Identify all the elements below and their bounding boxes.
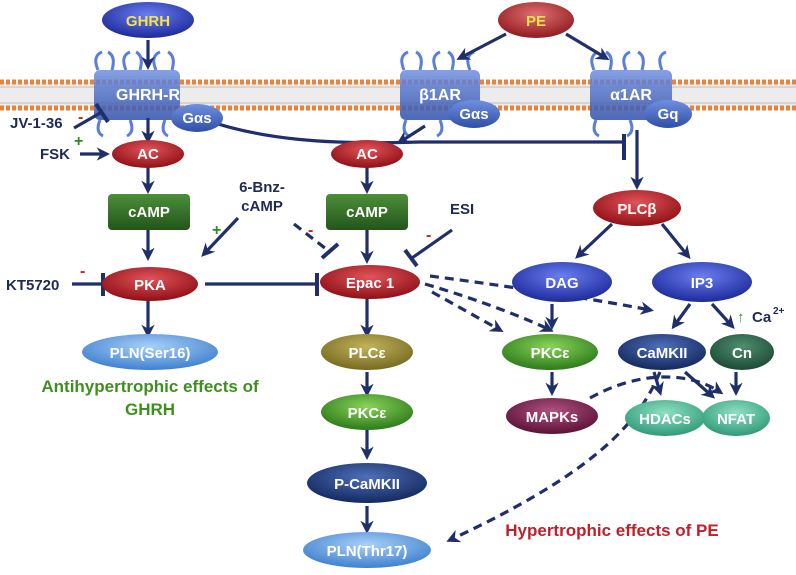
node-p-camkii: P-CaMKII: [307, 463, 427, 503]
node-dag: DAG: [512, 262, 612, 302]
node-camp-left: cAMP: [108, 194, 190, 230]
node-pln-ser16: PLN(Ser16): [82, 334, 218, 370]
node-mapks: MAPKs: [506, 398, 598, 434]
svg-text:2+: 2+: [773, 306, 785, 317]
svg-text:Ca: Ca: [752, 309, 772, 326]
node-pe: PE: [498, 2, 574, 38]
node-ac-left: AC: [112, 140, 184, 168]
node-gas-mid: Gαs: [448, 100, 500, 128]
inhibition-lines: [72, 102, 453, 296]
svg-text:PLCε: PLCε: [348, 345, 385, 362]
node-pkce-right: PKCε: [502, 334, 598, 370]
svg-text:PLCβ: PLCβ: [617, 201, 656, 218]
label-ghrh-r: GHRH-R: [116, 87, 180, 104]
svg-text:Gαs: Gαs: [459, 106, 488, 123]
node-plcb: PLCβ: [593, 190, 681, 226]
svg-text:Gq: Gq: [658, 106, 679, 123]
node-camkii: CaMKII: [618, 334, 706, 370]
node-camp-mid: cAMP: [326, 194, 408, 230]
svg-text:GHRH: GHRH: [126, 13, 170, 30]
ghrh-receptor: [94, 50, 180, 138]
svg-text:PKCε: PKCε: [531, 345, 570, 362]
node-hdacs: HDACs: [625, 400, 705, 436]
label-fsk: FSK: [40, 146, 70, 163]
minus-esi: -: [426, 227, 431, 244]
node-nfat: NFAT: [702, 400, 770, 436]
gas-to-plcb-inhibition: [199, 116, 626, 160]
label-6-bnz-camp: cAMP: [241, 198, 283, 215]
dashed-arrows: [424, 274, 724, 543]
svg-text:PKCε: PKCε: [348, 405, 387, 422]
node-epac1: Epac 1: [320, 265, 420, 299]
svg-text:HDACs: HDACs: [639, 411, 691, 428]
node-pln-thr17: PLN(Thr17): [303, 532, 431, 568]
svg-text:↑: ↑: [737, 309, 745, 326]
minus-kt: -: [80, 263, 85, 280]
svg-text:Cn: Cn: [732, 345, 752, 362]
svg-text:IP3: IP3: [691, 275, 714, 292]
svg-text:PE: PE: [526, 13, 546, 30]
label-6-bnz: 6-Bnz-: [239, 179, 285, 196]
label-esi: ESI: [450, 201, 474, 218]
svg-text:DAG: DAG: [545, 275, 578, 292]
node-cn: Cn: [710, 334, 774, 370]
node-gq: Gq: [644, 100, 692, 128]
antihypertrophic-ghrh: GHRH: [125, 400, 175, 419]
svg-text:cAMP: cAMP: [128, 204, 170, 221]
svg-text:MAPKs: MAPKs: [526, 409, 579, 426]
svg-text:PLN(Thr17): PLN(Thr17): [327, 543, 408, 560]
plus-fsk: +: [74, 133, 83, 150]
node-pkce-mid: PKCε: [321, 394, 413, 430]
svg-text:P-CaMKII: P-CaMKII: [334, 476, 400, 493]
plus-bnz: +: [212, 222, 221, 239]
activation-arrows: [80, 32, 743, 535]
svg-text:AC: AC: [137, 146, 159, 163]
label-jv-1-36: JV-1-36: [10, 115, 63, 132]
minus-bnz: -: [308, 222, 313, 239]
node-ac-mid: AC: [331, 140, 403, 168]
node-gas-left: Gαs: [171, 104, 223, 132]
node-plce: PLCε: [321, 334, 413, 370]
label-kt5720: KT5720: [6, 277, 59, 294]
calcium-label: ↑ Ca 2+: [737, 306, 785, 326]
label-b1ar: β1AR: [419, 87, 461, 104]
svg-text:CaMKII: CaMKII: [637, 345, 688, 362]
node-ip3: IP3: [652, 262, 752, 302]
svg-text:Gαs: Gαs: [182, 110, 211, 127]
node-ghrh: GHRH: [102, 2, 194, 38]
minus-jv: -: [78, 109, 83, 126]
svg-text:cAMP: cAMP: [346, 204, 388, 221]
svg-text:Epac 1: Epac 1: [346, 275, 394, 292]
svg-text:NFAT: NFAT: [717, 411, 755, 428]
hypertrophic-title: Hypertrophic effects of PE: [505, 521, 719, 540]
node-pka: PKA: [102, 267, 198, 301]
svg-text:PKA: PKA: [134, 277, 166, 294]
svg-text:AC: AC: [356, 146, 378, 163]
label-a1ar: α1AR: [610, 87, 652, 104]
antihypertrophic-title: Antihypertrophic effects of: [41, 377, 259, 396]
svg-text:PLN(Ser16): PLN(Ser16): [110, 345, 191, 362]
